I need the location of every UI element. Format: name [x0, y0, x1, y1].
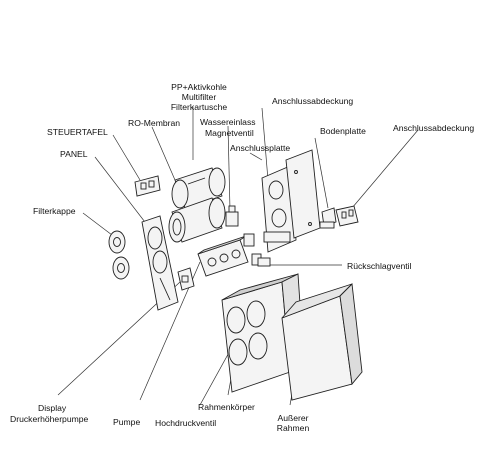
label-panel: PANEL — [60, 149, 88, 159]
connection-cover-right — [335, 205, 359, 227]
display-unit — [177, 267, 195, 291]
check-valve — [257, 257, 271, 267]
label-ro-membrane: RO-Membran — [128, 118, 181, 128]
label-solenoid-valve: Magnetventil — [205, 128, 254, 138]
label-water-inlet: Wassereinlass — [200, 117, 256, 127]
label-pp-carbon-line1: PP+Aktivkohle — [171, 82, 227, 92]
label-base-plate: Bodenplatte — [320, 126, 366, 136]
ro-membrane-cartridge — [168, 197, 226, 243]
label-booster-pump: Druckerhöherpumpe — [10, 414, 89, 424]
front-panel — [141, 215, 179, 311]
label-connection-plate: Anschlussplatte — [230, 143, 291, 153]
inlet-solenoid-valve — [225, 205, 239, 227]
pump-assembly — [197, 233, 262, 277]
label-pp-carbon-line2: Multifilter — [181, 92, 217, 102]
label-outer-frame-line1: Außerer — [277, 413, 309, 423]
label-frame-body: Rahmenkörper — [198, 402, 255, 412]
label-connection-cover-top: Anschlussabdeckung — [272, 96, 354, 106]
outer-frame-housing — [281, 283, 363, 401]
label-high-pressure-valve: Hochdruckventil — [155, 418, 217, 428]
label-control-panel: STEUERTAFEL — [47, 127, 108, 137]
label-pp-carbon-line3: Filterkartusche — [170, 102, 228, 112]
label-outer-frame-line2: Rahmen — [276, 423, 310, 433]
control-panel-module — [134, 175, 161, 197]
pp-carbon-multifilter-cartridge — [171, 167, 226, 209]
base-plate-bracket — [319, 207, 337, 229]
label-filter-cap: Filterkappe — [33, 206, 76, 216]
label-connection-cover-right: Anschlussabdeckung — [393, 123, 475, 133]
connection-plate — [261, 165, 297, 253]
label-pump: Pumpe — [113, 417, 141, 427]
label-display: Display — [38, 403, 67, 413]
filter-caps — [108, 230, 130, 280]
label-check-valve: Rückschlagventil — [347, 261, 412, 271]
